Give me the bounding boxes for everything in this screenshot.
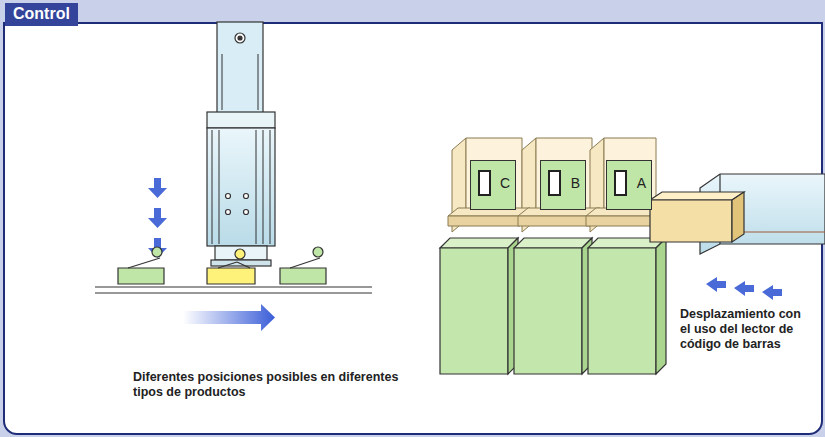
caption-note: Desplazamiento con el uso del lector de …: [680, 307, 810, 352]
box-letter: C: [500, 175, 510, 191]
down-arrows: [148, 178, 167, 258]
bins: [440, 238, 666, 374]
push-arrows: [706, 277, 782, 300]
barcode: [614, 170, 627, 196]
flow-arrow: [183, 304, 275, 331]
package-box: A: [606, 160, 652, 210]
box-letter: A: [637, 175, 646, 191]
products: [118, 247, 326, 284]
barcode: [478, 170, 491, 196]
actuator: [207, 22, 275, 266]
fins: [212, 54, 270, 244]
pusher-cylinder: [650, 174, 825, 254]
title-tab: Control: [5, 3, 78, 26]
caption-note: Diferentes posiciones posibles en difere…: [133, 370, 403, 400]
package-box: B: [540, 160, 586, 210]
package-box: C: [470, 160, 516, 210]
box-letter: B: [571, 175, 580, 191]
stalls: [448, 138, 668, 232]
barcode: [548, 170, 561, 196]
